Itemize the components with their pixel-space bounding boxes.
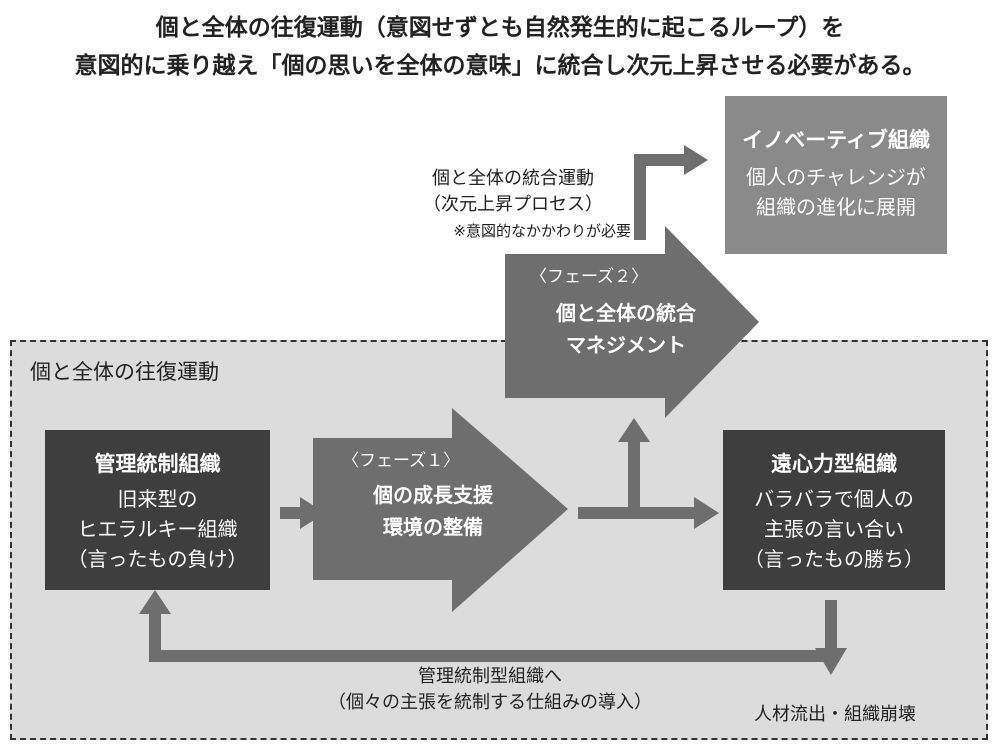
return-line-2: （個々の主張を統制する仕組みの導入） [328, 692, 652, 713]
control-line-3: （言ったもの負け） [67, 547, 248, 571]
phase1-line-2: 環境の整備 [383, 515, 483, 539]
control-organization-box: 管理統制組織 旧来型の ヒエラルキー組織 （言ったもの負け） [45, 430, 270, 590]
title-line-1: 個と全体の往復運動（意図せずとも自然発生的に起こるループ）を [155, 15, 845, 41]
innovative-line-2: 組織の進化に展開 [756, 195, 916, 219]
innovative-line-1: 個人のチャレンジが [746, 165, 926, 189]
phase2-line-1: 個と全体の統合 [556, 301, 696, 325]
innovative-organization-title: イノベーティブ組織 [742, 128, 930, 152]
control-line-1: 旧来型の [117, 487, 198, 511]
control-line-2: ヒエラルキー組織 [77, 517, 238, 541]
arrow-return-loop [139, 590, 837, 662]
integration-note: 個と全体の統合運動 （次元上昇プロセス） ※意図的なかかわりが必要 [395, 166, 631, 244]
arrow-phase1-to-centrifugal [578, 497, 719, 529]
region-label: 個と全体の往復運動 [30, 360, 219, 384]
phase1-line-1: 個の成長支援 [373, 483, 493, 507]
innovative-organization-box: イノベーティブ組織 個人のチャレンジが 組織の進化に展開 [725, 96, 947, 254]
phase1-text: 〈フェーズ１〉 個の成長支援 環境の整備 [318, 446, 548, 543]
phase2-line-2: マネジメント [566, 333, 686, 357]
phase1-chevron [313, 408, 568, 612]
centrifugal-line-2: 主張の言い合い [764, 517, 904, 541]
centrifugal-organization-box: 遠心力型組織 バラバラで個人の 主張の言い合い （言ったもの勝ち） [723, 430, 945, 590]
phase2-chevron [505, 226, 759, 418]
arrow-phase2-to-innovative [634, 145, 708, 240]
arrow-centrifugal-to-collapse [815, 600, 847, 675]
centrifugal-organization-title: 遠心力型組織 [771, 452, 897, 476]
integration-line-2: （次元上昇プロセス） [423, 194, 603, 215]
arrow-control-to-phase1 [280, 497, 325, 529]
arrow-branch-up-to-phase2 [618, 418, 650, 513]
phase2-text: 〈フェーズ２〉 個と全体の統合 マネジメント [508, 262, 744, 361]
return-note: 管理統制型組織へ （個々の主張を統制する仕組みの導入） [250, 664, 730, 716]
integration-caveat: ※意図的なかかわりが必要 [453, 222, 631, 240]
phase1-label: 〈フェーズ１〉 [342, 451, 461, 471]
centrifugal-line-1: バラバラで個人の [754, 487, 914, 511]
return-line-1: 管理統制型組織へ [418, 666, 562, 687]
phase2-label: 〈フェーズ２〉 [530, 267, 649, 287]
centrifugal-line-3: （言ったもの勝ち） [744, 547, 924, 571]
collapse-note: 人材流出・組織崩壊 [754, 704, 916, 725]
integration-line-1: 個と全体の統合運動 [432, 168, 594, 189]
title-line-2: 意図的に乗り越え「個の思いを全体の意味」に統合し次元上昇させる必要がある。 [74, 53, 926, 79]
control-organization-title: 管理統制組織 [94, 452, 221, 476]
